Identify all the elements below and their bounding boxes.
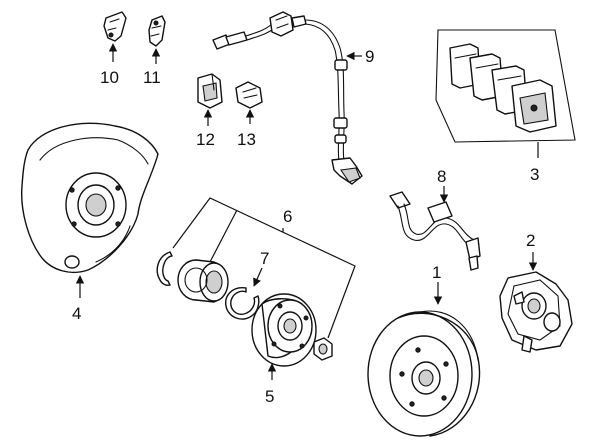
callout-9: 9 bbox=[365, 47, 374, 66]
callout-11: 11 bbox=[143, 68, 161, 87]
part-2-caliper bbox=[499, 271, 573, 353]
part-6-bearing-kit bbox=[156, 251, 333, 361]
callout-2: 2 bbox=[526, 231, 535, 250]
leader-7 bbox=[253, 267, 263, 287]
part-4-dust-shield bbox=[20, 122, 159, 274]
callout-12: 12 bbox=[196, 130, 215, 149]
part-9-speed-sensor bbox=[212, 11, 363, 185]
callout-8: 8 bbox=[437, 167, 446, 186]
part-7-snap-ring bbox=[225, 287, 260, 320]
part-8-brake-hose bbox=[389, 191, 481, 271]
part-5-hub bbox=[251, 293, 317, 367]
leader-6-mid bbox=[209, 209, 238, 263]
part-11-clip bbox=[148, 15, 166, 47]
part-13-clip bbox=[235, 81, 263, 109]
part-10-bracket bbox=[103, 11, 127, 42]
callout-5: 5 bbox=[265, 387, 274, 406]
callout-13: 13 bbox=[237, 130, 256, 149]
callout-10: 10 bbox=[100, 68, 119, 87]
callout-1: 1 bbox=[432, 263, 441, 282]
callout-4: 4 bbox=[72, 304, 81, 323]
callout-6: 6 bbox=[283, 207, 292, 226]
callout-3: 3 bbox=[530, 165, 539, 184]
part-12-clip bbox=[197, 73, 223, 109]
callout-7: 7 bbox=[260, 249, 269, 268]
part-3-brake-pads bbox=[435, 29, 576, 143]
part-1-brake-rotor bbox=[367, 310, 481, 437]
